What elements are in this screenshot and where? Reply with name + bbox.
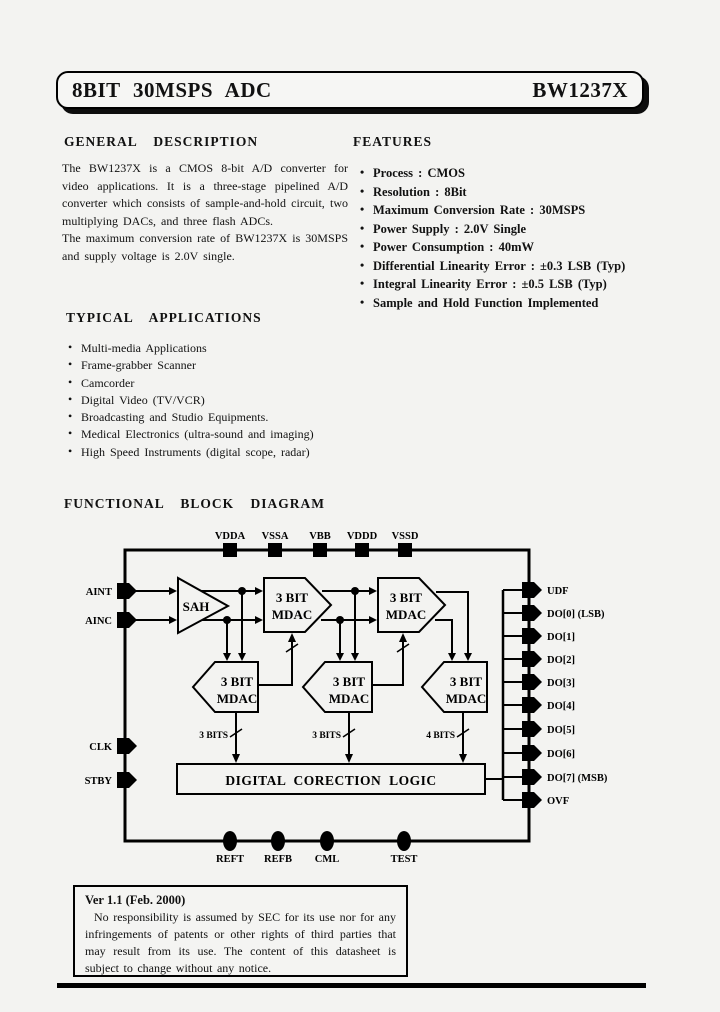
page-title: 8BIT 30MSPS ADC <box>72 77 272 102</box>
digital-correction-logic-block <box>176 763 486 795</box>
arrowheads <box>169 587 472 763</box>
mdac-block-top-2 <box>377 577 447 633</box>
pin-label-vdda: VDDA <box>215 531 246 542</box>
page-bottom-rule <box>57 983 646 988</box>
pin-label-do0: DO[0] (LSB) <box>547 609 605 620</box>
pin-label-do5: DO[5] <box>547 725 575 736</box>
functional-block-diagram: SAH 3 BIT MDAC 3 BIT MDAC 3 BIT MDAC 3 B… <box>85 531 608 865</box>
bus-width-label: 4 BITS <box>426 731 455 741</box>
pin-label-do3: DO[3] <box>547 678 575 689</box>
pin-label-do7: DO[7] (MSB) <box>547 773 608 784</box>
list-item: Maximum Conversion Rate : 30MSPS <box>360 200 682 220</box>
version-label: Ver 1.1 (Feb. 2000) <box>85 893 186 907</box>
mdac-label: MDAC <box>386 607 426 622</box>
pin-label-vssd: VSSD <box>392 531 419 542</box>
datasheet-header: 8BIT 30MSPS ADC BW1237X <box>56 71 644 109</box>
mdac-label: MDAC <box>446 691 486 706</box>
mdac-label: 3 BIT <box>221 674 253 689</box>
pin-label-udf: UDF <box>547 586 569 597</box>
mdac-label: 3 BIT <box>390 590 422 605</box>
list-item: Multi-media Applications <box>68 339 378 357</box>
pin-label-clk: CLK <box>89 742 113 753</box>
list-item: Power Supply : 2.0V Single <box>360 219 682 239</box>
applications-list: Multi-media Applications Frame-grabber S… <box>68 339 378 461</box>
list-item: Process : CMOS <box>360 163 682 183</box>
list-item: Integral Linearity Error : ±0.5 LSB (Typ… <box>360 274 682 294</box>
list-item: Camcorder <box>68 374 378 392</box>
features-heading: FEATURES <box>353 134 433 149</box>
left-pin-pads <box>117 583 137 788</box>
right-pin-pads <box>522 582 542 808</box>
list-item: Power Consumption : 40mW <box>360 237 682 257</box>
sah-label: SAH <box>183 599 210 614</box>
pin-label-do6: DO[6] <box>547 749 575 760</box>
list-item: Digital Video (TV/VCR) <box>68 391 378 409</box>
general-description-heading: GENERAL DESCRIPTION <box>64 134 259 149</box>
general-description-text: The BW1237X is a CMOS 8-bit A/D converte… <box>62 160 348 265</box>
pin-label-vbb: VBB <box>309 531 331 542</box>
bus-width-label: 3 BITS <box>199 731 228 741</box>
pin-label-do4: DO[4] <box>547 701 575 712</box>
mdac-label: MDAC <box>272 607 312 622</box>
part-number: BW1237X <box>532 77 628 102</box>
list-item: Resolution : 8Bit <box>360 182 682 202</box>
mdac-block-low-2 <box>301 661 373 713</box>
block-diagram-heading: FUNCTIONAL BLOCK DIAGRAM <box>64 496 326 511</box>
bus-slash-marks <box>229 643 470 738</box>
mdac-label: MDAC <box>329 691 369 706</box>
signal-lines <box>136 589 522 801</box>
pin-label-ovf: OVF <box>547 796 569 807</box>
pin-label-stby: STBY <box>85 776 113 787</box>
list-item: Sample and Hold Function Implemented <box>360 293 682 313</box>
list-item: Broadcasting and Studio Equipments. <box>68 408 378 426</box>
description-paragraph: The maximum conversion rate of BW1237X i… <box>62 231 348 263</box>
list-item: Frame-grabber Scanner <box>68 356 378 374</box>
pin-label-refb: REFB <box>264 854 292 865</box>
top-pin-pads <box>223 543 412 557</box>
dcl-label: DIGITAL CORECTION LOGIC <box>225 773 436 788</box>
pin-label-vssa: VSSA <box>262 531 289 542</box>
pin-label-cml: CML <box>315 854 340 865</box>
bus-width-label: 3 BITS <box>312 731 341 741</box>
bottom-pin-pads <box>223 831 411 851</box>
pin-label-aint: AINT <box>86 587 112 598</box>
mdac-label: 3 BIT <box>450 674 482 689</box>
mdac-label: 3 BIT <box>333 674 365 689</box>
list-item: Medical Electronics (ultra-sound and ima… <box>68 425 378 443</box>
features-list: Process : CMOS Resolution : 8Bit Maximum… <box>360 163 682 313</box>
description-paragraph: The BW1237X is a CMOS 8-bit A/D converte… <box>62 161 348 228</box>
list-item: High Speed Instruments (digital scope, r… <box>68 443 378 461</box>
mdac-label: 3 BIT <box>276 590 308 605</box>
pin-label-test: TEST <box>391 854 418 865</box>
list-item: Differential Linearity Error : ±0.3 LSB … <box>360 256 682 276</box>
junction-dots <box>223 587 359 624</box>
revision-disclaimer-box: Ver 1.1 (Feb. 2000) No responsibility is… <box>73 885 408 977</box>
mdac-block-top-1 <box>263 577 333 633</box>
pin-label-do1: DO[1] <box>547 632 575 643</box>
pin-label-do2: DO[2] <box>547 655 575 666</box>
sah-block <box>177 576 231 635</box>
disclaimer-text: No responsibility is assumed by SEC for … <box>85 910 396 975</box>
pin-label-vddd: VDDD <box>347 531 378 542</box>
mdac-block-low-3 <box>420 661 488 713</box>
applications-heading: TYPICAL APPLICATIONS <box>66 310 262 325</box>
pin-label-ainc: AINC <box>85 616 112 627</box>
mdac-label: MDAC <box>217 691 257 706</box>
mdac-block-low-1 <box>191 661 259 713</box>
pin-label-reft: REFT <box>216 854 244 865</box>
